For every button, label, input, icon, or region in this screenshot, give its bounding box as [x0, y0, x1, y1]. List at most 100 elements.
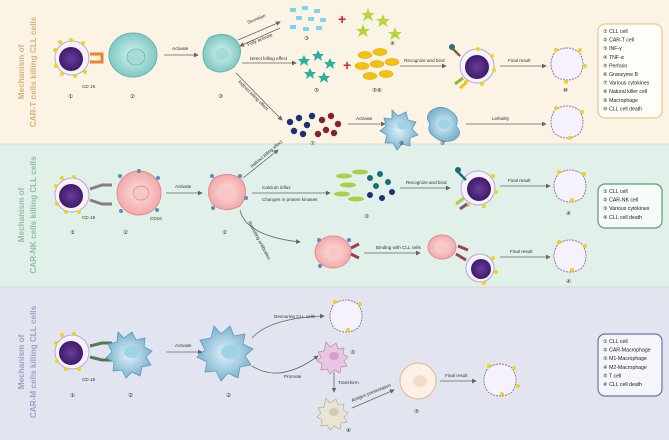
svg-text:Direct killing effect: Direct killing effect: [250, 56, 288, 61]
t-cell-icon: [399, 362, 437, 400]
svg-text:+: +: [343, 57, 351, 73]
legend-item: ② CAR-NK cell: [603, 198, 638, 204]
legend-item: ⑤ Perforin: [603, 63, 627, 69]
cll-cell-death-icon: [329, 299, 363, 333]
plus-icon: +: [338, 11, 346, 27]
legend-item: ⑥ Granzyme B: [603, 72, 638, 78]
legend-item: ⑥ CLL cell death: [603, 382, 642, 388]
svg-text:Activate: Activate: [175, 184, 192, 189]
car-nk-cell-with-antibodies-icon: [314, 235, 360, 269]
car-macrophage-icon: [105, 331, 153, 379]
m2-macrophage-icon: [316, 397, 349, 431]
svg-text:④: ④: [390, 41, 395, 47]
cll-cell-death-icon: [550, 47, 587, 84]
svg-text:①: ①: [68, 94, 73, 100]
svg-text:Binding with CLL cells: Binding with CLL cells: [376, 245, 421, 250]
svg-text:②: ②: [123, 229, 128, 236]
svg-text:③: ③: [364, 214, 369, 220]
svg-text:⑤: ⑤: [414, 409, 419, 415]
cll-cell-icon: [54, 175, 90, 214]
activated-car-macrophage-icon: [196, 325, 254, 382]
cll-cell-death-icon: [553, 169, 587, 203]
svg-text:Final result: Final result: [508, 58, 531, 63]
svg-text:CD 19: CD 19: [82, 215, 95, 220]
car-receptor-icon: [90, 52, 104, 64]
svg-text:④: ④: [346, 428, 351, 434]
svg-text:④: ④: [566, 211, 571, 217]
svg-text:②: ②: [128, 392, 133, 399]
legend-item: ⑦ Various cytokines: [603, 81, 650, 87]
car-m-receptor-icon: [89, 341, 112, 362]
cll-cell-death-icon: [553, 239, 587, 273]
m1-macrophage-icon: [316, 341, 349, 375]
svg-text:②: ②: [130, 93, 135, 100]
legend-item: ⑨ Macrophage: [603, 98, 638, 104]
various-cytokines-icon: [286, 112, 342, 138]
svg-text:⑦: ⑦: [310, 140, 315, 147]
various-cytokines-icon: [334, 169, 395, 202]
svg-text:Mechanism of: Mechanism of: [17, 334, 26, 389]
section-carnk-title: Mechanism of CAR-NK cells killing CLL ce…: [17, 156, 38, 274]
svg-text:Devouring CLL cells: Devouring CLL cells: [274, 314, 316, 319]
svg-text:⑤⑥: ⑤⑥: [372, 88, 382, 94]
cll-cell-death-icon: [483, 363, 520, 397]
svg-text:⑨: ⑨: [440, 140, 445, 147]
tnf-alpha-icon: [356, 8, 402, 40]
activated-car-nk-cell-icon: [208, 174, 248, 210]
cd19-label: CD 19: [82, 84, 95, 89]
legend-item: ③ M1-Macrophage: [603, 356, 647, 362]
svg-text:CAR-T cells killing CLL cells: CAR-T cells killing CLL cells: [29, 16, 38, 127]
activated-cart-cell-icon: [202, 34, 241, 73]
legend-item: ② CAR-Macrophage: [603, 348, 651, 354]
svg-text:③: ③: [304, 36, 309, 42]
svg-text:Mechanism of: Mechanism of: [17, 44, 26, 99]
svg-text:CAR-NK cells killing CLL cells: CAR-NK cells killing CLL cells: [29, 156, 38, 274]
svg-text:③: ③: [218, 94, 223, 100]
granzyme-icon: [354, 48, 400, 80]
svg-text:①: ①: [70, 393, 75, 399]
cll-cell-bound-icon: [455, 167, 498, 211]
svg-text:CD 19: CD 19: [82, 377, 95, 382]
svg-text:Calcium influx: Calcium influx: [262, 185, 291, 190]
legend-item: ① CLL cell: [603, 29, 628, 35]
car-nk-receptor-icon: [89, 183, 112, 206]
cll-cell-icon: [53, 38, 90, 78]
legend-item: ③ INF-γ: [603, 46, 622, 52]
perforin-icon: [298, 50, 336, 83]
svg-text:Final result: Final result: [508, 178, 531, 183]
legend-item: ① CLL cell: [603, 189, 628, 195]
legend-item: ① CLL cell: [603, 339, 628, 345]
svg-text:Recognize and bind: Recognize and bind: [406, 180, 447, 185]
macrophage-icon: [427, 107, 460, 142]
svg-text:Promote: Promote: [284, 374, 302, 379]
car-nk-cell-icon: [116, 169, 162, 216]
inf-gamma-icon: [290, 6, 326, 31]
svg-text:Transform: Transform: [338, 380, 359, 385]
svg-text:③: ③: [350, 350, 355, 356]
cll-cell-icon: [54, 332, 90, 371]
svg-text:⑤: ⑤: [314, 88, 319, 94]
svg-text:Recognize and bind: Recognize and bind: [404, 58, 445, 63]
legend-item: ⑩ CLL cell death: [603, 106, 642, 112]
legend-item: ⑤ T cell: [603, 373, 621, 379]
legend-item: ② CAR-T cell: [603, 38, 634, 44]
section-cart-title: Mechanism of CAR-T cells killing CLL cel…: [17, 16, 38, 127]
legend-carm: ① CLL cell ② CAR-Macrophage ③ M1-Macrophag…: [597, 333, 663, 397]
svg-text:②: ②: [226, 392, 231, 399]
svg-text:④: ④: [566, 279, 571, 285]
svg-text:Mechanism of: Mechanism of: [17, 187, 26, 242]
cll-cell-bound-icon: [449, 44, 496, 90]
svg-text:CAR-M cells killing CLL cells: CAR-M cells killing CLL cells: [29, 305, 38, 418]
svg-text:①: ①: [70, 230, 75, 236]
legend-item: ④ M2-Macrophage: [603, 365, 647, 371]
cart-cell-icon: [108, 32, 158, 78]
svg-text:Activate: Activate: [175, 343, 192, 348]
svg-text:Lethality: Lethality: [492, 116, 510, 121]
svg-text:Final result: Final result: [445, 373, 468, 378]
nk-cll-binding-icon: [427, 234, 498, 285]
svg-text:②: ②: [222, 229, 227, 236]
natural-killer-cell-icon: [379, 109, 419, 151]
svg-text:⑩: ⑩: [563, 87, 568, 94]
